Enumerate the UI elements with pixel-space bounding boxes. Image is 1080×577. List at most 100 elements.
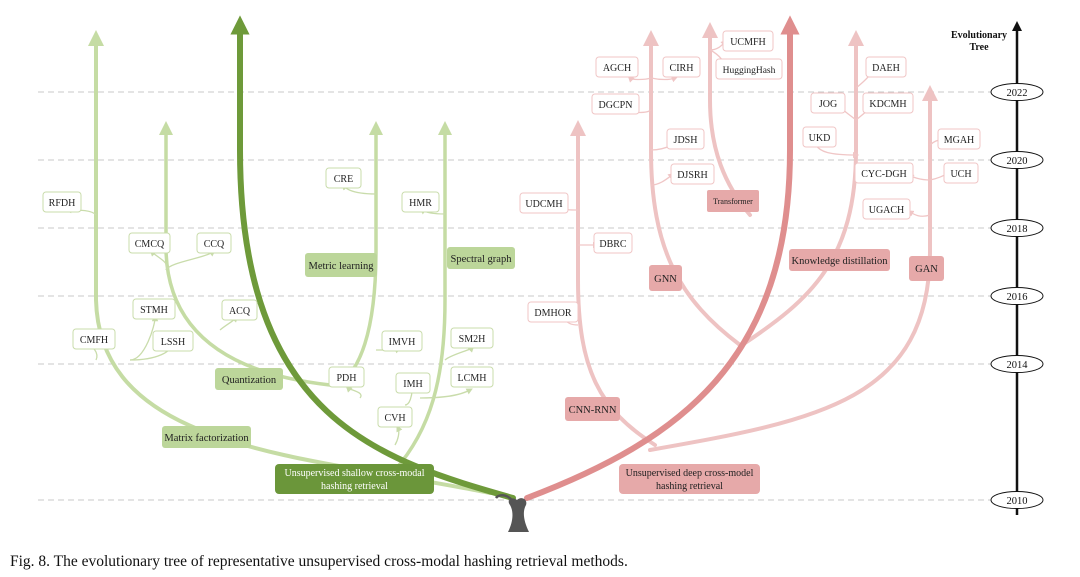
method-lssh: LSSH (152, 330, 194, 352)
method-cmcq: CMCQ (128, 232, 171, 254)
category-spectral-graph: Spectral graph (447, 247, 515, 269)
svg-text:GNN: GNN (654, 274, 677, 285)
branch-gnn (643, 30, 742, 347)
svg-text:SM2H: SM2H (459, 334, 486, 345)
method-pdh: PDH (328, 366, 365, 388)
category-matrix-factorization: Matrix factorization (162, 426, 251, 448)
branch-knowledge-distillation (740, 30, 864, 347)
svg-text:RFDH: RFDH (49, 198, 76, 209)
svg-text:UCMFH: UCMFH (730, 37, 766, 48)
svg-text:2022: 2022 (1007, 88, 1028, 99)
timeline-title-line2: Tree (969, 42, 989, 53)
svg-text:IMH: IMH (403, 379, 422, 390)
svg-text:HuggingHash: HuggingHash (723, 66, 776, 76)
shallow-method-connectors (64, 183, 475, 446)
method-ccq: CCQ (196, 232, 232, 254)
method-udcmh: UDCMH (519, 192, 569, 214)
category-metric-learning: Metric learning (305, 253, 377, 277)
svg-text:HMR: HMR (409, 198, 432, 209)
method-ugach: UGACH (862, 198, 911, 220)
year-marker-2016: 2016 (990, 287, 1044, 305)
method-sm2h: SM2H (450, 327, 494, 349)
year-marker-2018: 2018 (990, 219, 1044, 237)
svg-text:STMH: STMH (140, 305, 168, 316)
year-marker-2020: 2020 (990, 151, 1044, 169)
method-agch: AGCH (595, 56, 639, 78)
svg-text:CVH: CVH (384, 413, 405, 424)
svg-text:Knowledge distillation: Knowledge distillation (792, 256, 889, 267)
svg-text:UGACH: UGACH (869, 205, 905, 216)
svg-text:DJSRH: DJSRH (677, 170, 708, 181)
svg-text:2016: 2016 (1007, 292, 1028, 303)
svg-text:MGAH: MGAH (944, 135, 975, 146)
figure-caption: Fig. 8. The evolutionary tree of represe… (10, 553, 628, 570)
svg-text:Quantization: Quantization (222, 375, 277, 386)
method-boxes-deep: AGCH CIRH UCMFH HuggingHash DGCPN JDSH D… (519, 30, 981, 323)
method-dbrc: DBRC (593, 232, 633, 254)
method-imh: IMH (395, 372, 431, 394)
method-djsrh: DJSRH (670, 163, 715, 185)
category-gan: GAN (909, 256, 944, 281)
method-cmfh: CMFH (72, 328, 116, 350)
svg-text:CMFH: CMFH (80, 335, 108, 346)
timeline-axis: Evolutionary Tree 2022 2020 2018 2016 20… (951, 21, 1044, 515)
svg-text:DGCPN: DGCPN (599, 100, 633, 111)
svg-text:2018: 2018 (1007, 224, 1028, 235)
svg-text:CYC-DGH: CYC-DGH (861, 169, 907, 180)
svg-text:CRE: CRE (334, 174, 353, 185)
year-marker-2010: 2010 (990, 491, 1044, 509)
method-hmr: HMR (401, 191, 440, 213)
svg-text:ACQ: ACQ (229, 306, 251, 317)
svg-text:LCMH: LCMH (458, 373, 487, 384)
category-knowledge-distillation: Knowledge distillation (789, 249, 890, 271)
method-jdsh: JDSH (666, 128, 705, 150)
method-mgah: MGAH (937, 128, 981, 150)
branch-transformer (702, 22, 752, 217)
branch-shallow-main (230, 15, 516, 501)
method-ucmfh: UCMFH (722, 30, 774, 52)
method-cre: CRE (325, 167, 362, 189)
method-dgcpn: DGCPN (591, 93, 640, 115)
method-hugginghash: HuggingHash (715, 58, 783, 80)
method-kdcmh: KDCMH (862, 92, 914, 114)
method-lcmh: LCMH (450, 366, 494, 388)
tree-trunk-icon (494, 494, 529, 532)
method-cvh: CVH (377, 406, 413, 428)
svg-text:LSSH: LSSH (161, 337, 185, 348)
svg-text:CNN-RNN: CNN-RNN (569, 405, 617, 416)
method-rfdh: RFDH (42, 191, 82, 213)
timeline-title-line1: Evolutionary (951, 30, 1007, 41)
branch-deep-main (524, 15, 800, 501)
svg-text:2020: 2020 (1007, 156, 1028, 167)
year-marker-2022: 2022 (990, 83, 1044, 101)
year-marker-2014: 2014 (990, 355, 1044, 373)
method-dmhor: DMHOR (527, 301, 579, 323)
method-cyc-dgh: CYC-DGH (854, 162, 914, 184)
svg-text:Matrix factorization: Matrix factorization (164, 433, 249, 444)
branch-quantization (159, 121, 332, 387)
svg-text:DMHOR: DMHOR (534, 308, 572, 319)
method-acq: ACQ (221, 299, 258, 321)
svg-text:AGCH: AGCH (603, 63, 631, 74)
method-imvh: IMVH (381, 330, 423, 352)
method-ukd: UKD (802, 126, 837, 148)
category-quantization: Quantization (215, 368, 283, 390)
svg-text:PDH: PDH (336, 373, 356, 384)
method-cirh: CIRH (662, 56, 701, 78)
method-stmh: STMH (132, 298, 176, 320)
branch-gan (648, 85, 938, 452)
category-gnn: GNN (649, 265, 682, 291)
branch-matrix-factorization (88, 30, 492, 495)
branch-spectral-graph (393, 121, 452, 472)
branch-cnn-rnn (570, 120, 657, 447)
method-boxes-shallow: RFDH CMCQ CCQ STMH CMFH LSSH ACQ PDH CRE… (42, 167, 494, 428)
svg-text:2014: 2014 (1007, 360, 1029, 371)
svg-text:Unsupervised shallow cross-mo: Unsupervised shallow cross-modal (285, 468, 425, 479)
svg-text:hashing retrieval: hashing retrieval (321, 481, 388, 492)
svg-text:UDCMH: UDCMH (525, 199, 562, 210)
method-jog: JOG (810, 92, 846, 114)
svg-text:DAEH: DAEH (872, 63, 900, 74)
svg-text:KDCMH: KDCMH (869, 99, 906, 110)
method-daeh: DAEH (865, 56, 907, 78)
